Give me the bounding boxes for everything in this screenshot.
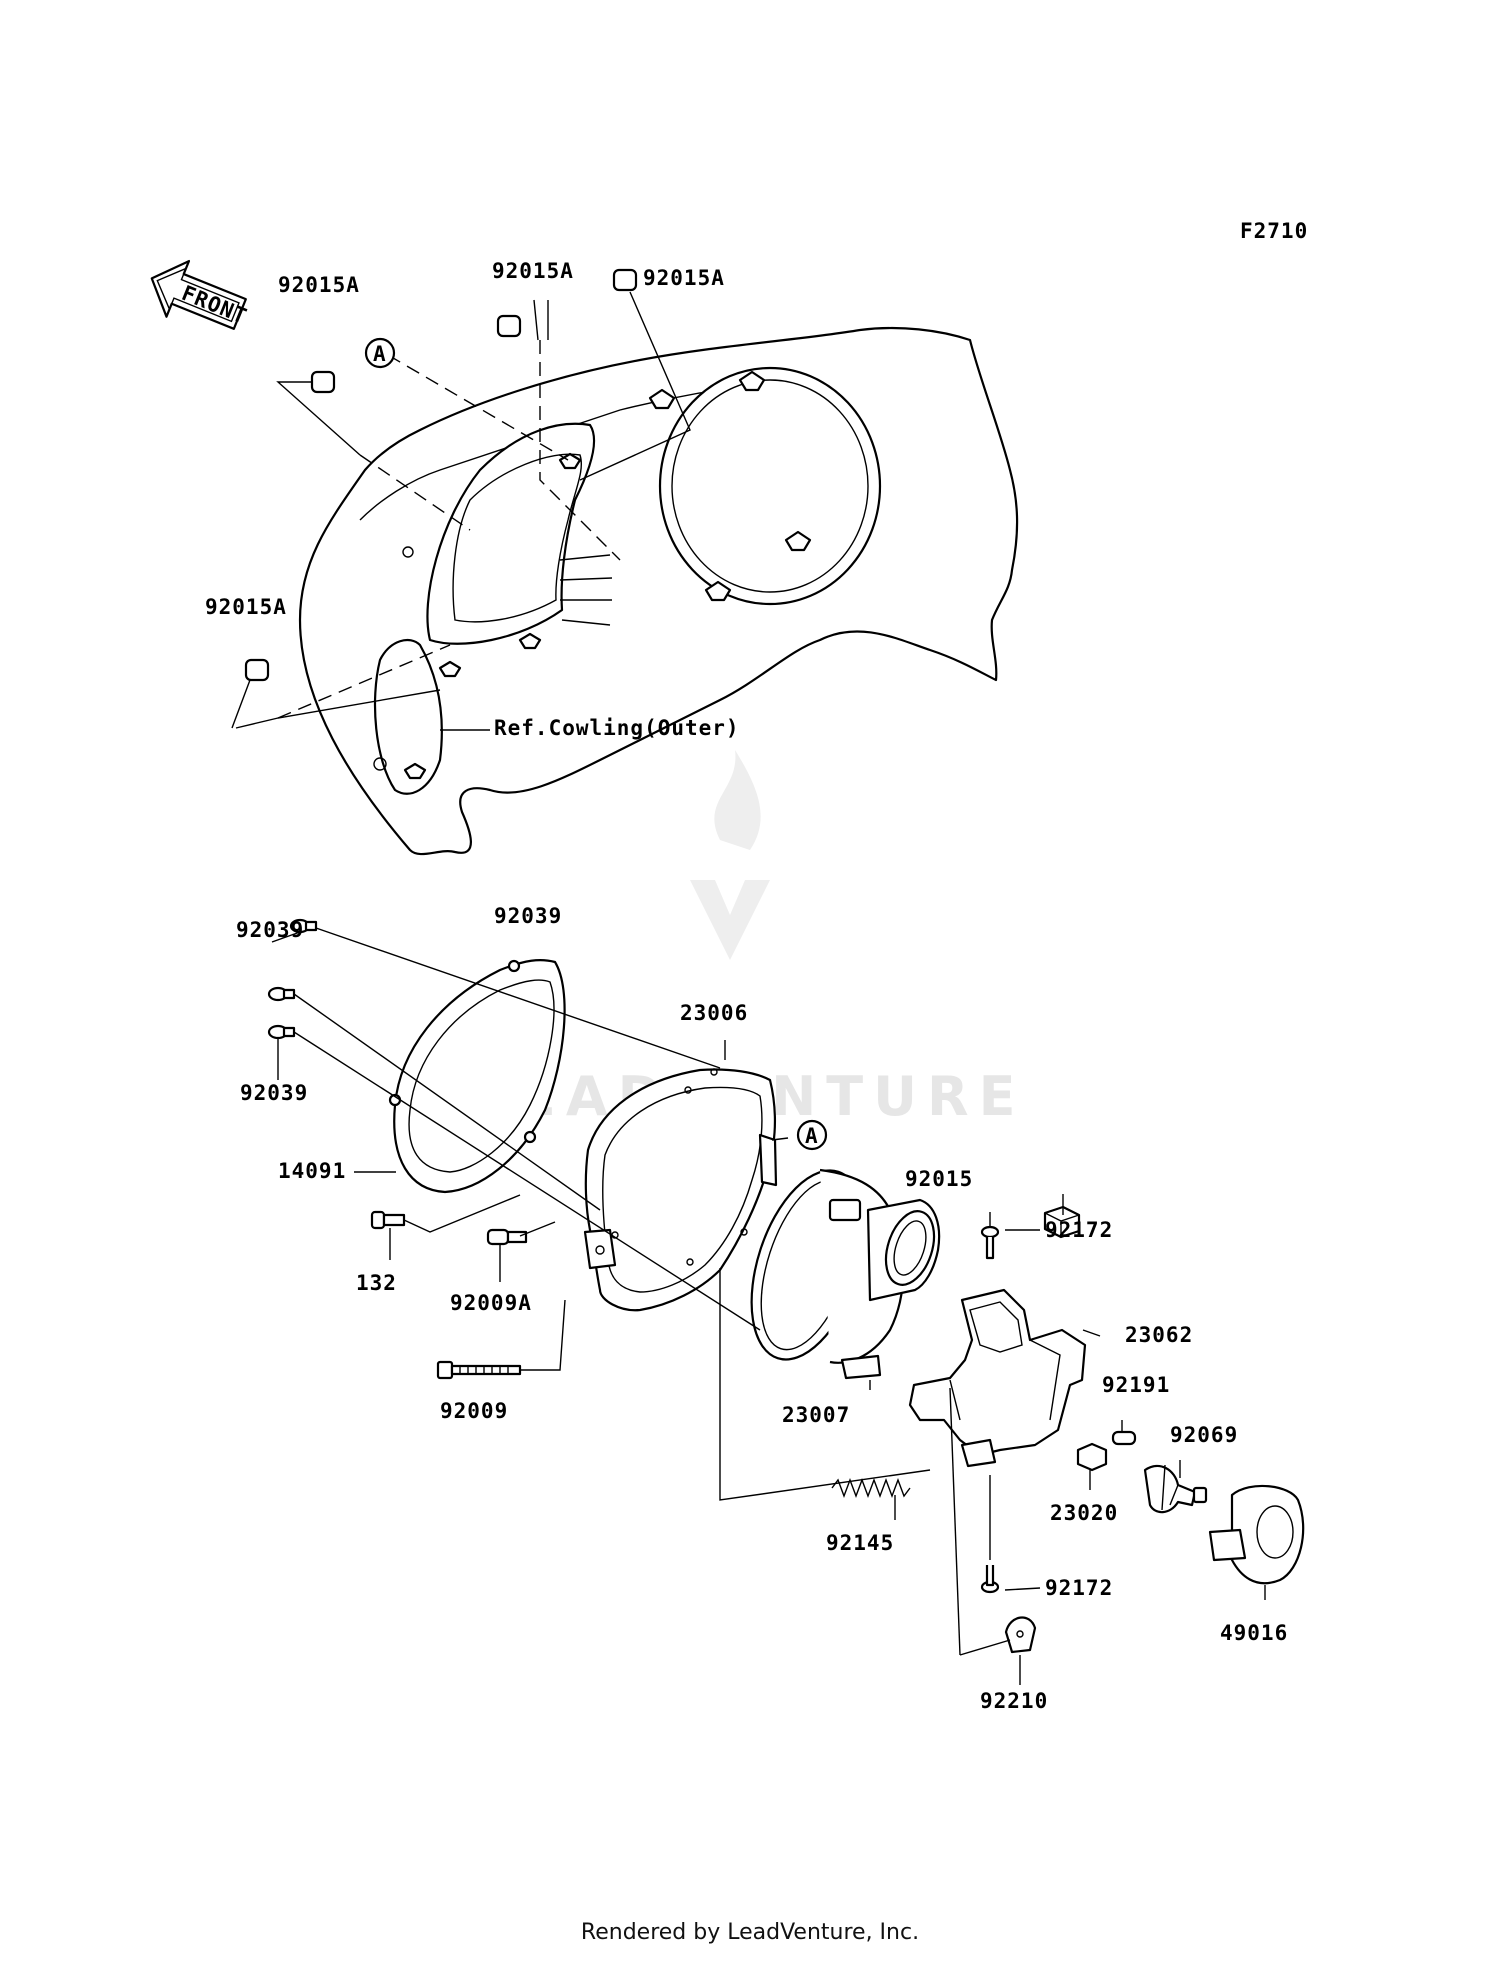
screw-132 [370,1210,406,1230]
label-92039-a: 92039 [236,918,304,942]
cowling-clip [438,660,462,678]
headlight-housing-23007 [750,1168,941,1380]
cowling-clip [704,580,732,602]
headlight-rim-14091 [388,959,566,1194]
label-92210: 92210 [980,1689,1048,1713]
label-92191: 92191 [1102,1373,1170,1397]
clip-92015A-upper [496,314,522,338]
label-92039-top: 92039 [494,904,562,928]
figure-id: F2710 [1240,219,1308,243]
spring-92145 [831,1478,911,1498]
screw-92039-left2 [267,1024,296,1040]
front-arrow-icon: FRONT [150,259,251,330]
label-92145: 92145 [826,1531,894,1555]
cowling-clip [518,632,542,650]
cowling-clip [738,370,766,392]
label-92069: 92069 [1170,1423,1238,1447]
bolt-92009 [436,1360,522,1380]
label-132: 132 [356,1271,397,1295]
rubber-cap-49016 [1208,1484,1305,1585]
clip-92210 [1004,1616,1037,1654]
label-92015A-lower: 92015A [205,595,287,619]
label-23006: 23006 [680,1001,748,1025]
clip-92015A-lower [244,658,270,682]
screw-92039-left1 [267,986,296,1002]
bulb-92069 [1143,1464,1208,1514]
label-23062: 23062 [1125,1323,1193,1347]
label-92015A-left: 92015A [278,273,360,297]
label-92015: 92015 [905,1167,973,1191]
cowling-outer [298,326,1019,856]
screw-92009A [486,1228,528,1246]
cover-23062 [908,1288,1087,1468]
clip-92015A-left [310,370,336,394]
label-14091: 14091 [278,1159,346,1183]
callout-a-top: A [364,337,396,369]
pin-92191 [1111,1430,1137,1446]
clip-92015A-topright [612,268,638,292]
label-92015A-topright: 92015A [643,266,725,290]
footer-credit: Rendered by LeadVenture, Inc. [580,1920,920,1945]
screw-92172-top [980,1225,1000,1260]
cowling-clip [784,530,812,552]
cowling-clip [648,388,676,410]
label-92009: 92009 [440,1399,508,1423]
label-92015A-top: 92015A [492,259,574,283]
label-49016: 49016 [1220,1621,1288,1645]
callout-a-bottom: A [796,1119,828,1151]
screw-92172-bottom [980,1565,1000,1594]
connector-23020 [1076,1442,1108,1472]
label-92039-b: 92039 [240,1081,308,1105]
label-23007: 23007 [782,1403,850,1427]
cowling-clip [403,762,427,780]
svg-text:A: A [805,1124,819,1148]
label-92172-top: 92172 [1045,1218,1113,1242]
label-92009A: 92009A [450,1291,532,1315]
label-23020: 23020 [1050,1501,1118,1525]
ref-cowling-label: Ref.Cowling(Outer) [494,716,740,740]
label-92172-bottom: 92172 [1045,1576,1113,1600]
svg-text:A: A [373,342,387,366]
housing-bracket-23006 [583,1068,778,1312]
